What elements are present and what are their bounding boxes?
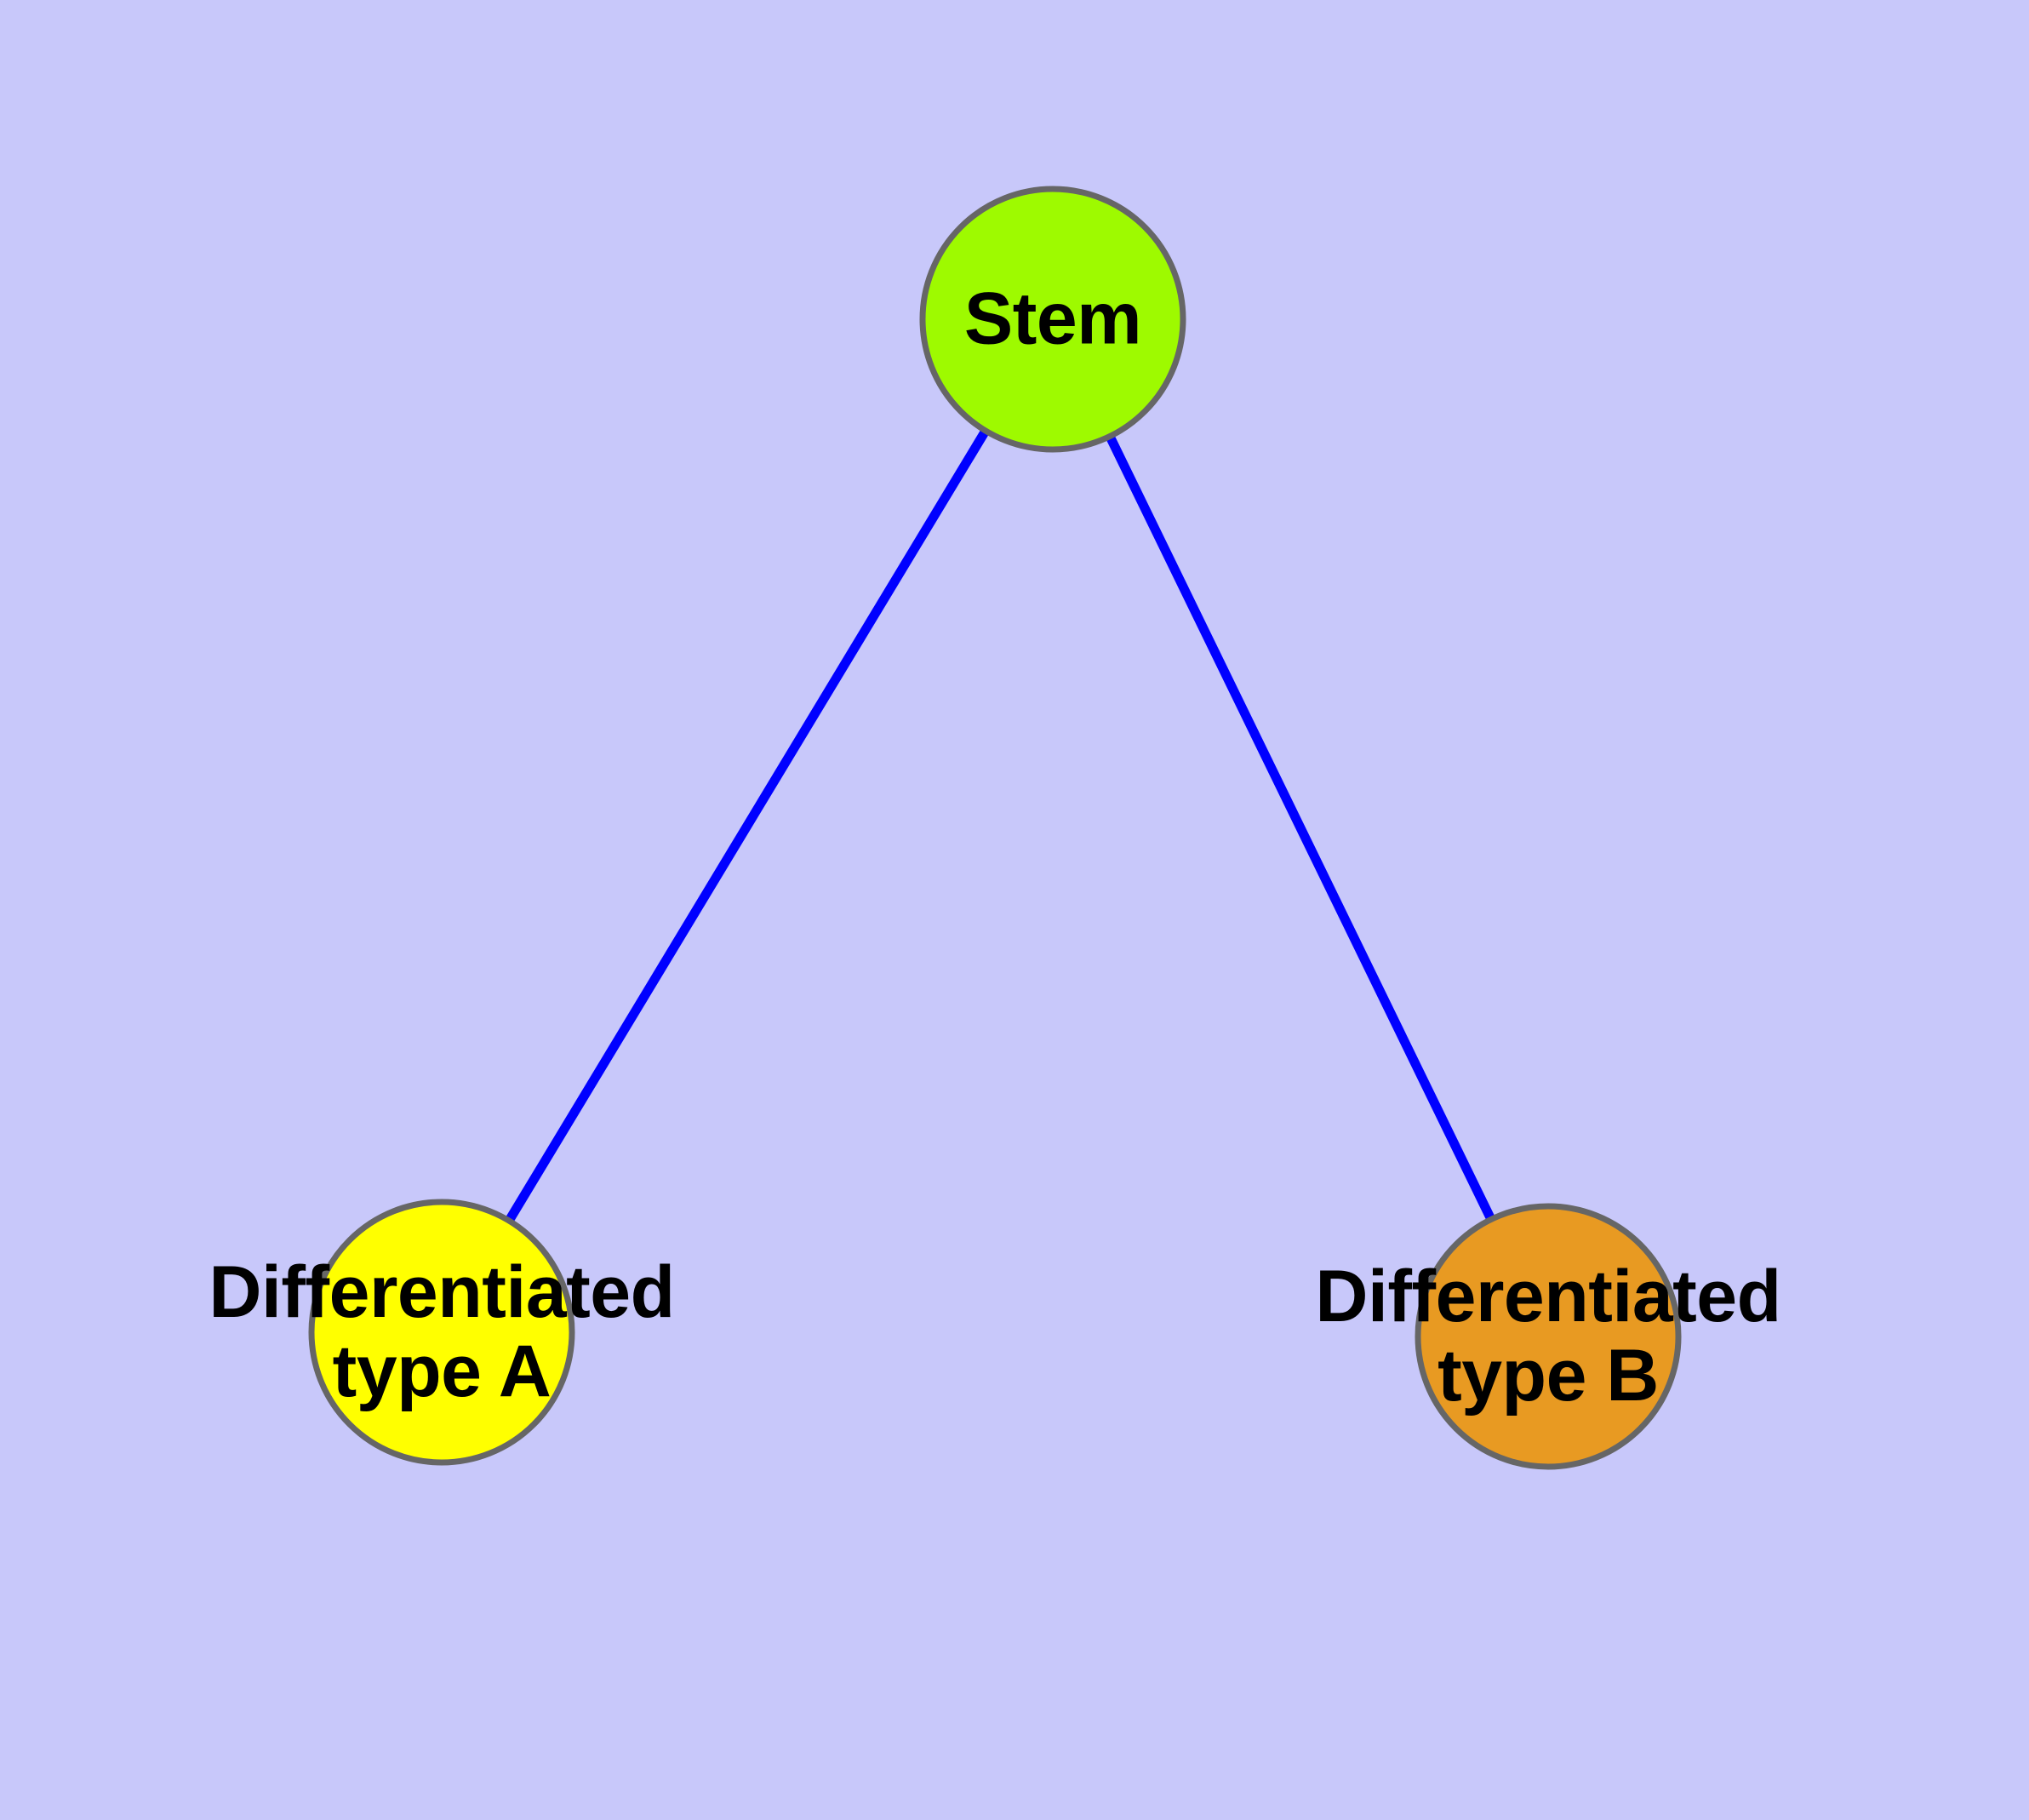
graph-edge[interactable] [505,428,990,1223]
graph-edge[interactable] [1106,434,1495,1222]
graph-node-diff_b[interactable] [1415,1203,1682,1470]
graph-node-diff_a[interactable] [308,1199,575,1466]
graph-node-stem[interactable] [919,186,1186,453]
edge-layer [505,428,1495,1223]
node-layer [308,186,1682,1470]
